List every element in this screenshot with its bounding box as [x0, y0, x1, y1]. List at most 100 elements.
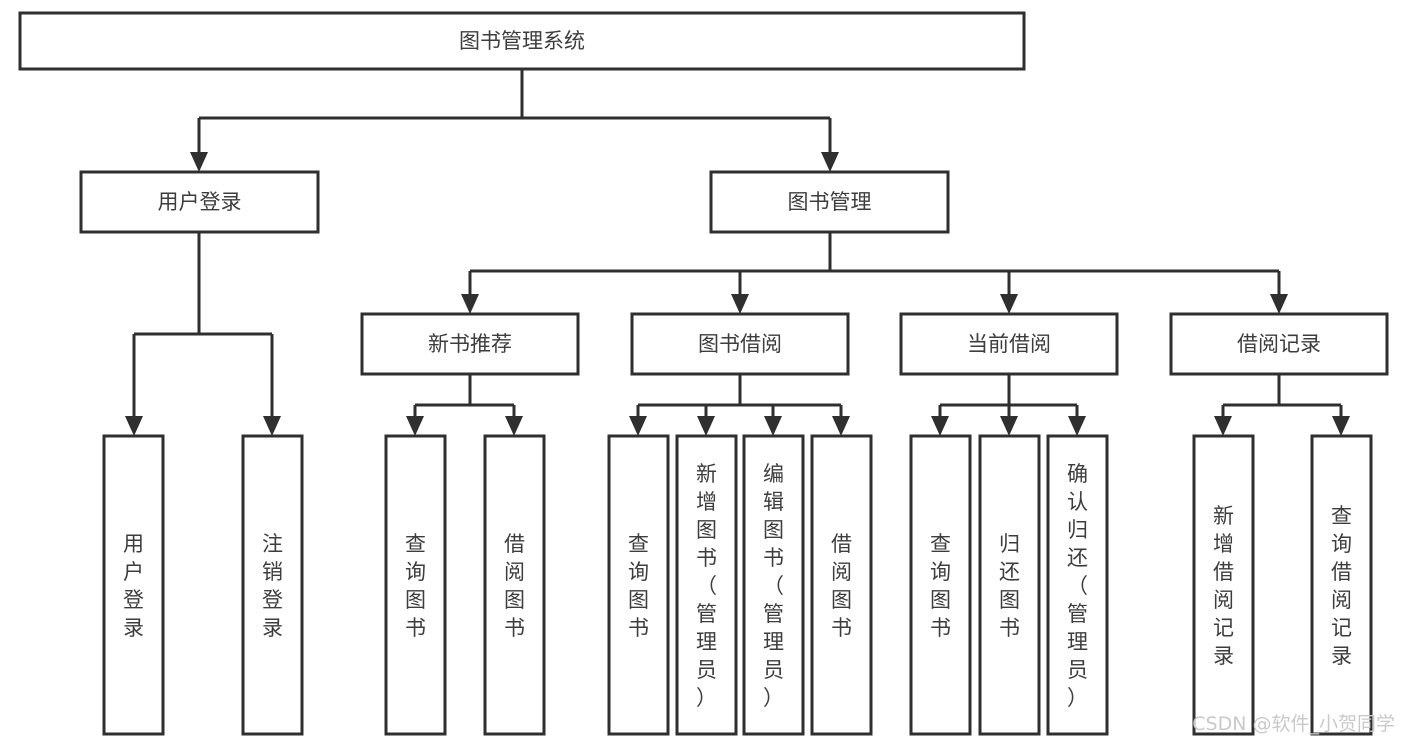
node-label-user-login-do: 用户登录 [123, 532, 144, 640]
arrow-head-icon [1068, 416, 1086, 436]
node-book-manage[interactable]: 图书管理 [709, 170, 950, 234]
node-box-query-borrow-record [1310, 434, 1373, 736]
node-box-query-book-1 [384, 434, 447, 736]
node-label-add-book-admin: 新增图书（管理员） [696, 462, 717, 710]
arrow-head-icon [629, 416, 647, 436]
arrow-head-icon [263, 416, 281, 436]
arrow-head-icon [764, 416, 782, 436]
connector-arrow-leaf-1 [125, 334, 143, 436]
connector-arrow-record [1270, 271, 1288, 314]
node-label-query-book-2: 查询图书 [628, 532, 649, 640]
node-query-book-2[interactable]: 查询图书 [607, 434, 670, 736]
node-box-book-manage [709, 170, 950, 234]
connector-arrow-leaf-4 [505, 405, 523, 436]
node-label-confirm-return-admin: 确认归还（管理员） [1067, 462, 1088, 710]
node-label-current-borrow: 当前借阅 [967, 332, 1051, 356]
connector-arrow-current [1000, 271, 1018, 314]
node-box-edit-book-admin [742, 434, 805, 736]
node-label-new-book-recommend: 新书推荐 [428, 332, 512, 356]
node-confirm-return-admin[interactable]: 确认归还（管理员） [1046, 434, 1109, 736]
node-box-query-book-3 [909, 434, 972, 736]
connector-bus-book-manage-bus [470, 232, 1279, 273]
node-box-return-book [978, 434, 1041, 736]
csdn-watermark: CSDN @软件_小贺同学 [1192, 713, 1395, 735]
node-user-logout[interactable]: 注销登录 [241, 434, 304, 736]
node-query-book-1[interactable]: 查询图书 [384, 434, 447, 736]
node-label-add-borrow-record: 新增借阅记录 [1213, 504, 1234, 668]
node-label-return-book: 归还图书 [999, 532, 1020, 640]
connector-arrow-leaf-8 [832, 405, 850, 436]
node-box-book-borrow [630, 312, 850, 376]
arrow-head-icon [821, 152, 839, 172]
arrow-head-icon [731, 294, 749, 314]
connector-arrow-leaf-13 [1332, 405, 1350, 436]
node-user-login[interactable]: 用户登录 [79, 170, 320, 234]
node-box-new-book-recommend [360, 312, 580, 376]
arrow-head-icon [1000, 416, 1018, 436]
connector-bus-record-bus [1223, 374, 1341, 407]
arrow-head-icon [1214, 416, 1232, 436]
connector-arrow-user-login [190, 118, 208, 172]
node-label-query-borrow-record: 查询借阅记录 [1331, 504, 1352, 668]
arrow-head-icon [931, 416, 949, 436]
node-box-borrow-book-2 [810, 434, 873, 736]
node-query-borrow-record[interactable]: 查询借阅记录 [1310, 434, 1373, 736]
connector-arrow-book-manage [821, 118, 839, 172]
connector-bus-user-login-bus [134, 232, 272, 336]
node-label-user-login: 用户登录 [158, 190, 242, 214]
node-borrow-book-1[interactable]: 借阅图书 [483, 434, 546, 736]
node-label-borrow-record: 借阅记录 [1237, 332, 1321, 356]
arrow-head-icon [1332, 416, 1350, 436]
node-current-borrow[interactable]: 当前借阅 [899, 312, 1119, 376]
node-box-borrow-book-1 [483, 434, 546, 736]
node-label-edit-book-admin: 编辑图书（管理员） [763, 462, 784, 710]
connector-arrow-recommend [461, 271, 479, 314]
connector-arrow-leaf-7 [764, 405, 782, 436]
node-label-query-book-1: 查询图书 [405, 532, 426, 640]
node-label-borrow-book-1: 借阅图书 [504, 532, 525, 640]
node-user-login-do[interactable]: 用户登录 [102, 434, 165, 736]
node-box-add-borrow-record [1192, 434, 1255, 736]
arrow-head-icon [505, 416, 523, 436]
connector-arrow-leaf-3 [406, 405, 424, 436]
node-query-book-3[interactable]: 查询图书 [909, 434, 972, 736]
arrow-head-icon [406, 416, 424, 436]
node-new-book-recommend[interactable]: 新书推荐 [360, 312, 580, 376]
node-box-user-login-do [102, 434, 165, 736]
node-add-book-admin[interactable]: 新增图书（管理员） [675, 434, 738, 736]
arrow-head-icon [697, 416, 715, 436]
arrow-head-icon [190, 152, 208, 172]
connector-arrow-leaf-11 [1068, 405, 1086, 436]
node-edit-book-admin[interactable]: 编辑图书（管理员） [742, 434, 805, 736]
connector-arrow-leaf-6 [697, 405, 715, 436]
node-label-book-borrow: 图书借阅 [698, 332, 782, 356]
arrow-head-icon [1270, 294, 1288, 314]
connector-arrow-leaf-9 [931, 405, 949, 436]
node-label-root: 图书管理系统 [459, 29, 585, 53]
node-book-borrow[interactable]: 图书借阅 [630, 312, 850, 376]
node-borrow-book-2[interactable]: 借阅图书 [810, 434, 873, 736]
node-label-borrow-book-2: 借阅图书 [831, 532, 852, 640]
node-box-root [18, 11, 1026, 71]
node-root[interactable]: 图书管理系统 [18, 11, 1026, 71]
node-box-confirm-return-admin [1046, 434, 1109, 736]
node-box-borrow-record [1169, 312, 1389, 376]
connector-arrow-leaf-5 [629, 405, 647, 436]
node-box-add-book-admin [675, 434, 738, 736]
connector-bus-root-bus [199, 69, 830, 120]
node-return-book[interactable]: 归还图书 [978, 434, 1041, 736]
node-box-user-logout [241, 434, 304, 736]
connector-arrow-borrow [731, 271, 749, 314]
connector-arrow-leaf-12 [1214, 405, 1232, 436]
node-box-query-book-2 [607, 434, 670, 736]
connector-arrow-leaf-2 [263, 334, 281, 436]
node-borrow-record[interactable]: 借阅记录 [1169, 312, 1389, 376]
arrow-head-icon [461, 294, 479, 314]
node-label-book-manage: 图书管理 [788, 190, 872, 214]
node-box-current-borrow [899, 312, 1119, 376]
node-add-borrow-record[interactable]: 新增借阅记录 [1192, 434, 1255, 736]
connector-arrow-leaf-10 [1000, 405, 1018, 436]
node-box-user-login [79, 170, 320, 234]
arrow-head-icon [125, 416, 143, 436]
